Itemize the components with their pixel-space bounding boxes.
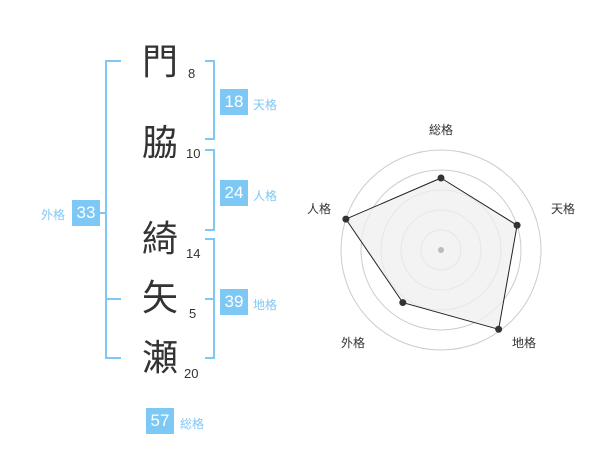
tenkaku-bracket xyxy=(213,60,215,140)
jinkaku-bracket-bottom xyxy=(205,229,215,231)
gaikaku-bracket xyxy=(105,60,107,359)
tenkaku-label: 天格 xyxy=(253,98,278,112)
jinkaku-bracket-top xyxy=(205,149,215,151)
gaikaku-connector xyxy=(96,212,106,214)
radar-polygon xyxy=(345,177,518,330)
radar-point xyxy=(342,215,350,223)
radar-center-dot xyxy=(438,247,444,253)
radar-ring xyxy=(340,149,542,351)
tenkaku-bracket-top xyxy=(205,60,215,62)
name-char-3: 綺 xyxy=(141,219,178,260)
tenkaku-badge: 18 xyxy=(220,89,248,115)
gaikaku-label: 外格 xyxy=(41,208,66,222)
radar-axis-label-gaikaku: 外格 xyxy=(341,335,365,350)
jinkaku-label: 人格 xyxy=(253,189,278,203)
radar-point xyxy=(399,299,407,307)
name-char-1: 門 xyxy=(141,42,178,83)
radar-point xyxy=(437,174,445,182)
chikaku-badge: 39 xyxy=(220,289,248,315)
name-char-5: 瀬 xyxy=(141,338,178,379)
stroke-count-3: 14 xyxy=(186,246,201,261)
radar-axis-label-jinkaku: 人格 xyxy=(307,201,331,216)
radar-ring xyxy=(360,169,522,331)
tenkaku-bracket-bottom xyxy=(205,138,215,140)
radar-point xyxy=(495,325,503,333)
chikaku-bracket-top xyxy=(205,238,215,240)
chikaku-bracket-bottom xyxy=(205,357,215,359)
radar-axis-label-soukaku: 総格 xyxy=(429,122,453,137)
gaikaku-bracket-bottom xyxy=(105,357,121,359)
chikaku-label: 地格 xyxy=(253,298,278,312)
gaikaku-bracket-top xyxy=(105,60,121,62)
jinkaku-badge: 24 xyxy=(220,180,248,206)
name-char-4: 矢 xyxy=(141,278,178,319)
soukaku-badge: 57 xyxy=(146,408,174,434)
gaikaku-bracket-mid xyxy=(105,298,121,300)
gaikaku-badge: 33 xyxy=(72,200,100,226)
name-char-2: 脇 xyxy=(141,123,178,164)
jinkaku-bracket xyxy=(213,149,215,231)
stroke-count-1: 8 xyxy=(188,66,196,81)
radar-axis-label-tenkaku: 天格 xyxy=(551,201,575,216)
stroke-count-5: 20 xyxy=(184,366,199,381)
stroke-count-2: 10 xyxy=(186,146,201,161)
stroke-count-4: 5 xyxy=(189,306,197,321)
soukaku-label: 総格 xyxy=(180,417,205,431)
radar-axis-label-chikaku: 地格 xyxy=(512,335,536,350)
radar-points xyxy=(342,174,521,333)
chikaku-bracket-mid xyxy=(205,298,215,300)
radar-point xyxy=(513,221,521,229)
